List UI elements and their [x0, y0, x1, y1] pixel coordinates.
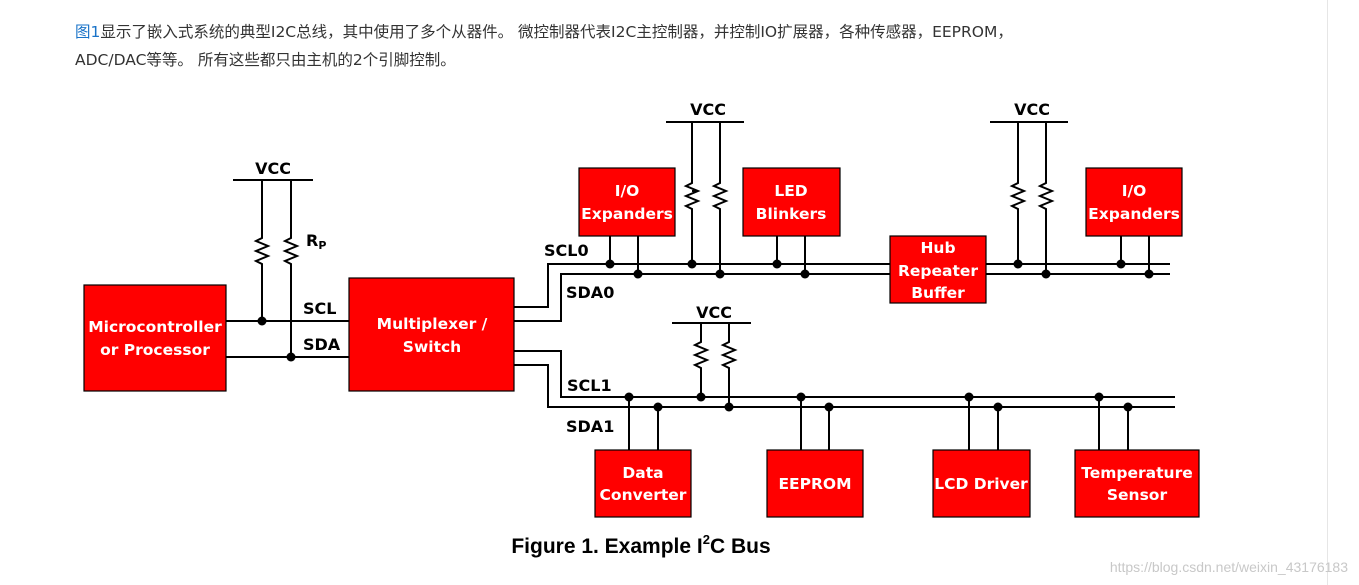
- sda1-line: SDA1: [514, 364, 1175, 436]
- junction-dot: [724, 402, 734, 412]
- data-converter-label-1: Data: [622, 464, 663, 482]
- junction-dot: [715, 269, 725, 279]
- sda1-label: SDA1: [566, 417, 614, 436]
- junction-dot: [257, 316, 267, 326]
- junction-dot: [624, 392, 634, 402]
- figure-caption: Figure 1. Example I2C Bus: [511, 532, 770, 558]
- junction-dot: [824, 402, 834, 412]
- hub-label-2: Repeater: [898, 262, 978, 280]
- hub-label-1: Hub: [920, 239, 955, 257]
- junction-dot: [1144, 269, 1154, 279]
- junction-dot: [772, 259, 782, 269]
- vcc-label: VCC: [255, 159, 291, 178]
- temperature-sensor-stubs: [1098, 397, 1129, 450]
- pullup-resistor-scl1: [692, 323, 710, 397]
- pullup-resistor-scl: [253, 180, 271, 321]
- io-expanders-box-right: I/O Expanders: [1085, 167, 1183, 237]
- figure-link[interactable]: 图1: [75, 23, 101, 41]
- scl0-label: SCL0: [544, 241, 589, 260]
- junction-dot: [653, 402, 663, 412]
- led-blinkers-stubs: [776, 236, 806, 274]
- vcc-rail-main: VCC: [233, 159, 313, 181]
- io-expanders-left-stubs: [609, 236, 639, 274]
- hub-repeater-buffer-box: Hub Repeater Buffer: [889, 235, 987, 304]
- junction-dot: [605, 259, 615, 269]
- scl-line: SCL: [226, 299, 349, 322]
- junction-dots: [257, 259, 1154, 412]
- io-expanders-label-1: I/O: [615, 182, 640, 200]
- pullup-resistor-scl0: [683, 122, 701, 264]
- pullup-resistor-scl0-right: [1009, 122, 1027, 264]
- intro-line-1: 图1显示了嵌入式系统的典型I2C总线，其中使用了多个从器件。 微控制器代表I2C…: [75, 18, 1175, 46]
- rp-label: RP: [306, 231, 326, 252]
- junction-dot: [687, 259, 697, 269]
- microcontroller-box: Microcontroller or Processor: [83, 284, 227, 392]
- eeprom-stubs: [800, 397, 830, 450]
- junction-dot: [696, 392, 706, 402]
- intro-paragraph: 图1显示了嵌入式系统的典型I2C总线，其中使用了多个从器件。 微控制器代表I2C…: [75, 18, 1175, 74]
- data-converter-box: Data Converter: [594, 449, 692, 518]
- vcc-label: VCC: [690, 100, 726, 119]
- intro-line-2: ADC/DAC等等。 所有这些都只由主机的2个引脚控制。: [75, 51, 456, 69]
- hub-label-3: Buffer: [911, 284, 965, 302]
- lcd-driver-label: LCD Driver: [934, 475, 1028, 493]
- watermark: https://blog.csdn.net/weixin_43176183: [1110, 559, 1348, 575]
- vcc-label: VCC: [696, 303, 732, 322]
- io-expanders-label-2: Expanders: [1088, 205, 1180, 223]
- lcd-driver-box: LCD Driver: [932, 449, 1031, 518]
- multiplexer-label-1: Multiplexer /: [377, 315, 488, 333]
- junction-dot: [286, 352, 296, 362]
- junction-dot: [993, 402, 1003, 412]
- junction-dot: [1116, 259, 1126, 269]
- vcc-label: VCC: [1014, 100, 1050, 119]
- temperature-sensor-label-2: Sensor: [1107, 486, 1168, 504]
- junction-dot: [800, 269, 810, 279]
- io-expanders-label-2: Expanders: [581, 205, 673, 223]
- intro-text-1: 显示了嵌入式系统的典型I2C总线，其中使用了多个从器件。 微控制器代表I2C主控…: [100, 23, 1013, 41]
- multiplexer-box: Multiplexer / Switch: [348, 277, 515, 392]
- eeprom-box: EEPROM: [766, 449, 864, 518]
- scl1-line: SCL1: [514, 350, 1175, 398]
- junction-dot: [1123, 402, 1133, 412]
- scl1-label: SCL1: [567, 376, 612, 395]
- pullup-resistor-sda1: [720, 323, 738, 407]
- sda0-label: SDA0: [566, 283, 614, 302]
- io-expanders-right-stubs: [1120, 236, 1150, 274]
- junction-dot: [1041, 269, 1051, 279]
- pullup-resistor-sda0: [711, 122, 729, 274]
- vcc-rail-bus1: VCC: [672, 303, 751, 324]
- vcc-rail-bus0-right: VCC: [990, 100, 1068, 123]
- junction-dot: [1013, 259, 1023, 269]
- temperature-sensor-box: Temperature Sensor: [1074, 449, 1200, 518]
- junction-dot: [796, 392, 806, 402]
- led-blinkers-box: LED Blinkers: [742, 167, 841, 237]
- sda0-line: SDA0: [514, 273, 1170, 322]
- data-converter-label-2: Converter: [600, 486, 687, 504]
- vcc-rail-bus0-left: VCC: [666, 100, 744, 123]
- io-expanders-box-left: I/O Expanders: [578, 167, 676, 237]
- junction-dot: [633, 269, 643, 279]
- led-blinkers-label-2: Blinkers: [756, 205, 827, 223]
- scl-label: SCL: [303, 299, 336, 318]
- multiplexer-label-2: Switch: [403, 338, 461, 356]
- pullup-resistor-sda0-right: [1037, 122, 1055, 274]
- eeprom-label: EEPROM: [778, 475, 851, 493]
- data-converter-stubs: [628, 397, 659, 450]
- lcd-driver-stubs: [968, 397, 999, 450]
- page-right-rail: [1327, 0, 1328, 585]
- io-expanders-label-1: I/O: [1122, 182, 1147, 200]
- junction-dot: [1094, 392, 1104, 402]
- led-blinkers-label-1: LED: [774, 182, 807, 200]
- microcontroller-label-2: or Processor: [100, 341, 210, 359]
- pullup-resistor-sda: [282, 180, 300, 357]
- sda-label: SDA: [303, 335, 341, 354]
- temperature-sensor-label-1: Temperature: [1081, 464, 1193, 482]
- microcontroller-label-1: Microcontroller: [88, 318, 222, 336]
- sda-line: SDA: [226, 335, 349, 358]
- junction-dot: [964, 392, 974, 402]
